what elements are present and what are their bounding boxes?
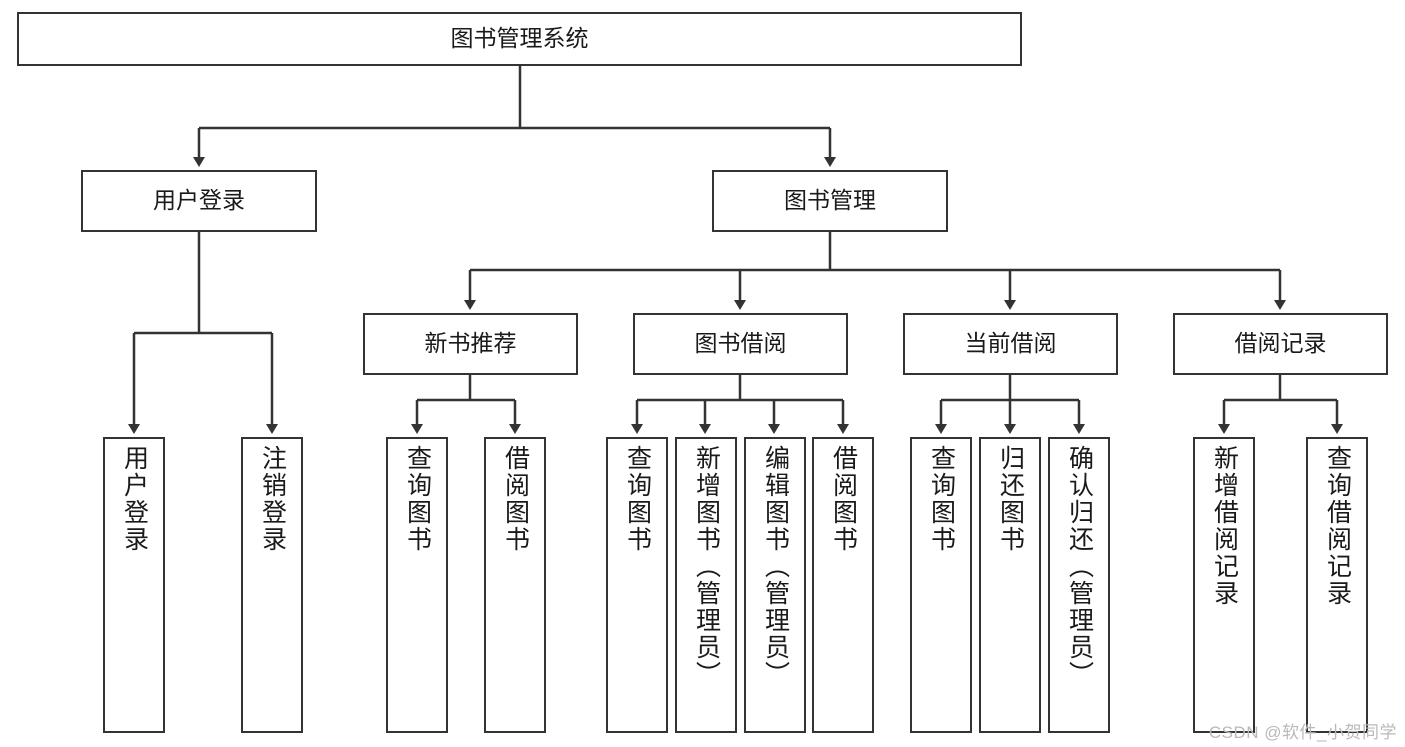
node-leaf-user-login[interactable]: 用户登录 bbox=[103, 437, 165, 733]
node-leaf-edit-book-label: 编辑图书（管理员） bbox=[761, 445, 790, 688]
node-leaf-borrow-book-2[interactable]: 借阅图书 bbox=[812, 437, 874, 733]
node-book-borrow[interactable]: 图书借阅 bbox=[633, 313, 848, 375]
node-leaf-edit-book[interactable]: 编辑图书（管理员） bbox=[744, 437, 806, 733]
node-leaf-query-book-2[interactable]: 查询图书 bbox=[606, 437, 668, 733]
node-book-borrow-label: 图书借阅 bbox=[694, 330, 787, 357]
node-current-borrow[interactable]: 当前借阅 bbox=[903, 313, 1118, 375]
node-leaf-query-book-1[interactable]: 查询图书 bbox=[386, 437, 448, 733]
node-leaf-query-book-3-label: 查询图书 bbox=[927, 445, 956, 553]
node-current-borrow-label: 当前借阅 bbox=[964, 330, 1057, 357]
node-leaf-borrow-book-1-label: 借阅图书 bbox=[501, 445, 530, 553]
node-leaf-confirm-return-label: 确认归还（管理员） bbox=[1065, 445, 1094, 688]
node-root[interactable]: 图书管理系统 bbox=[17, 12, 1022, 66]
node-leaf-add-record-label: 新增借阅记录 bbox=[1210, 445, 1239, 607]
node-root-label: 图书管理系统 bbox=[450, 25, 589, 52]
node-leaf-query-book-2-label: 查询图书 bbox=[623, 445, 652, 553]
node-leaf-add-book[interactable]: 新增图书（管理员） bbox=[675, 437, 737, 733]
node-book-manage-label: 图书管理 bbox=[784, 187, 876, 214]
node-user-login-label: 用户登录 bbox=[153, 187, 245, 214]
node-leaf-return-book[interactable]: 归还图书 bbox=[979, 437, 1041, 733]
node-leaf-query-book-3[interactable]: 查询图书 bbox=[910, 437, 972, 733]
node-borrow-record[interactable]: 借阅记录 bbox=[1173, 313, 1388, 375]
node-borrow-record-label: 借阅记录 bbox=[1234, 330, 1327, 357]
node-leaf-query-book-1-label: 查询图书 bbox=[403, 445, 432, 553]
node-new-book-rec[interactable]: 新书推荐 bbox=[363, 313, 578, 375]
node-leaf-query-record-label: 查询借阅记录 bbox=[1323, 445, 1352, 607]
node-leaf-user-login-label: 用户登录 bbox=[120, 445, 149, 553]
node-leaf-borrow-book-1[interactable]: 借阅图书 bbox=[484, 437, 546, 733]
node-leaf-logout-label: 注销登录 bbox=[258, 445, 287, 553]
node-user-login[interactable]: 用户登录 bbox=[81, 170, 317, 232]
node-leaf-confirm-return[interactable]: 确认归还（管理员） bbox=[1048, 437, 1110, 733]
node-leaf-add-record[interactable]: 新增借阅记录 bbox=[1193, 437, 1255, 733]
node-book-manage[interactable]: 图书管理 bbox=[712, 170, 948, 232]
csdn-watermark: CSDN @软件_小贺同学 bbox=[1208, 723, 1397, 742]
node-leaf-borrow-book-2-label: 借阅图书 bbox=[829, 445, 858, 553]
node-leaf-query-record[interactable]: 查询借阅记录 bbox=[1306, 437, 1368, 733]
node-leaf-add-book-label: 新增图书（管理员） bbox=[692, 445, 721, 688]
node-leaf-logout[interactable]: 注销登录 bbox=[241, 437, 303, 733]
node-new-book-rec-label: 新书推荐 bbox=[424, 330, 517, 357]
node-leaf-return-book-label: 归还图书 bbox=[996, 445, 1025, 553]
